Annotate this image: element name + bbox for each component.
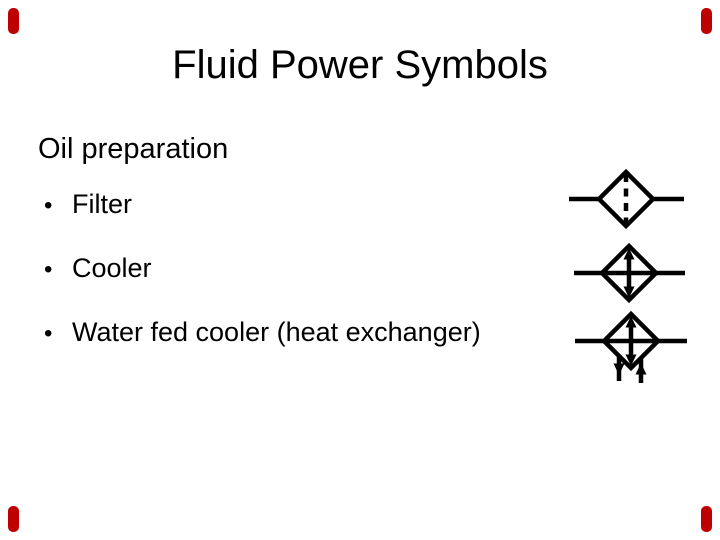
bullet-dot: • xyxy=(44,256,53,283)
section-heading: Oil preparation xyxy=(38,133,229,165)
corner-accent-bottom-right xyxy=(701,506,712,532)
bullet-item-cooler: • Cooler xyxy=(44,255,152,282)
corner-accent-bottom-left xyxy=(8,506,19,532)
symbols-graphic xyxy=(569,168,687,383)
bullet-label-cooler: Cooler xyxy=(72,253,152,283)
slide-title: Fluid Power Symbols xyxy=(172,43,548,87)
corner-accent-top-right xyxy=(701,8,712,34)
bullet-dot: • xyxy=(44,192,53,219)
water-fed-cooler-symbol-icon xyxy=(575,310,687,383)
corner-accent-top-left xyxy=(8,8,19,34)
bullet-label-water-fed-cooler: Water fed cooler (heat exchanger) xyxy=(72,317,481,347)
bullet-dot: • xyxy=(44,320,53,347)
cooler-symbol-icon xyxy=(574,242,685,304)
filter-symbol-icon xyxy=(569,168,684,230)
bullet-item-water-fed-cooler: • Water fed cooler (heat exchanger) xyxy=(44,319,481,346)
bullet-item-filter: • Filter xyxy=(44,191,132,218)
bullet-label-filter: Filter xyxy=(72,189,132,219)
